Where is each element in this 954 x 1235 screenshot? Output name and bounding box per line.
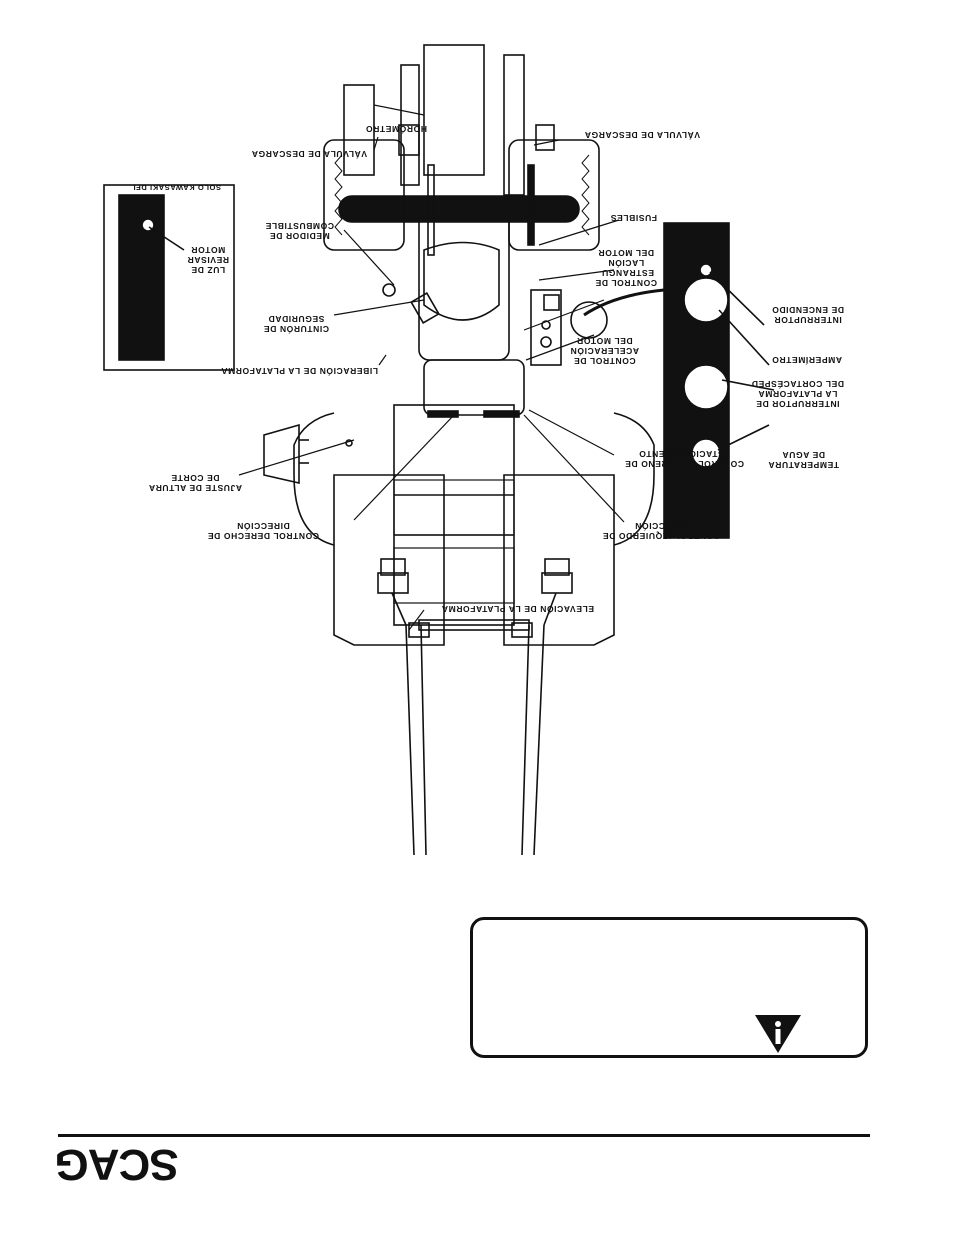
caster-wheel-right	[377, 572, 409, 594]
kawasaki-inset	[103, 184, 235, 371]
label-solo-kawasaki: SOLO KAWASAKI DFI	[132, 183, 221, 192]
info-box	[470, 917, 868, 1058]
info-triangle-icon	[755, 1015, 801, 1053]
label-horometro: HORÓMETRO	[365, 124, 427, 134]
label-fusibles: FUSIBLES	[610, 213, 657, 223]
label-amperimetro: AMPERÍMETRO	[771, 355, 842, 365]
footer-rule	[58, 1134, 870, 1137]
svg-text:SCAG: SCAG	[55, 1143, 178, 1188]
label-valvula-descarga-2: VÁLVULA DE DESCARGA	[584, 130, 700, 140]
label-valvula-descarga-1: VÁLVULA DE DESCARGA	[251, 149, 367, 159]
label-liberacion-plataforma: LIBERACIÓN DE LA PLATAFORMA	[220, 366, 378, 376]
caster-wheel-left	[541, 572, 573, 594]
scag-logo: SCAG	[55, 1143, 179, 1188]
label-elevacion-plataforma: ELEVACIÓN DE LA PLATAFORMA	[441, 604, 594, 614]
